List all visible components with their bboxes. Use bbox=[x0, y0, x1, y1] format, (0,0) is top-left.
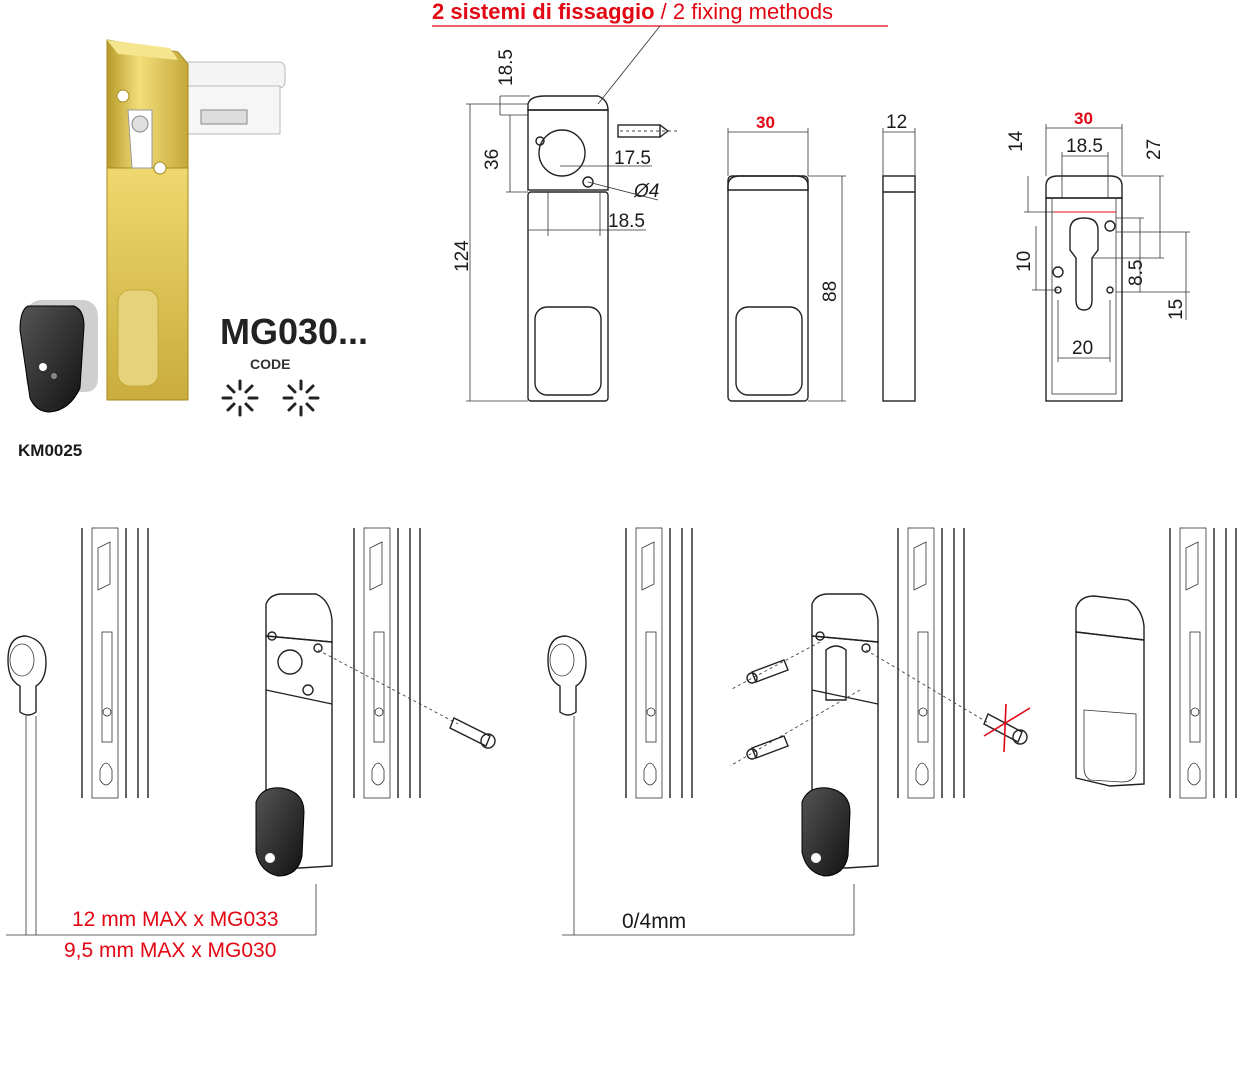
front-view-drawing bbox=[727, 128, 846, 402]
door-edge-1 bbox=[81, 527, 149, 799]
dim-side-total: 124 bbox=[452, 240, 473, 272]
dim-back-inner: 18.5 bbox=[1066, 136, 1103, 157]
dim-side-body-width: 18.5 bbox=[608, 211, 645, 232]
door-edge-5 bbox=[1169, 527, 1237, 799]
dim-back-8-5: 8.5 bbox=[1126, 260, 1147, 286]
shield-mounting-2 bbox=[729, 593, 1031, 935]
dim-side-top: 18.5 bbox=[496, 49, 517, 86]
dim-back-14: 14 bbox=[1006, 130, 1027, 152]
dim-edge-depth: 12 bbox=[886, 112, 907, 133]
title-leader-line bbox=[597, 25, 661, 105]
cylinder-1 bbox=[7, 635, 47, 935]
dim-back-20: 20 bbox=[1072, 338, 1093, 359]
title-english: 2 fixing methods bbox=[673, 0, 833, 24]
dim-side-head: 36 bbox=[482, 149, 503, 170]
note-max-mg030: 9,5 mm MAX x MG030 bbox=[64, 939, 276, 962]
model-name: MG030... bbox=[220, 311, 368, 352]
key-code: KM0025 bbox=[18, 441, 82, 460]
note-max-mg033: 12 mm MAX x MG033 bbox=[72, 908, 279, 931]
side-view-drawing bbox=[466, 95, 680, 402]
door-edge-4 bbox=[897, 527, 965, 799]
shield-with-cover bbox=[1075, 595, 1145, 787]
key-photo bbox=[19, 300, 98, 413]
cylinder-2 bbox=[547, 635, 587, 935]
dim-back-10: 10 bbox=[1014, 251, 1035, 272]
edge-view-drawing bbox=[882, 128, 916, 402]
dim-back-27: 27 bbox=[1144, 139, 1165, 160]
back-view-drawing bbox=[1024, 124, 1190, 402]
code-label: CODE bbox=[250, 356, 290, 372]
title: 2 sistemi di fissaggio / 2 fixing method… bbox=[432, 0, 833, 24]
shield-mounting-1 bbox=[255, 593, 496, 935]
dim-back-width: 30 bbox=[1074, 109, 1093, 128]
product-photo bbox=[106, 39, 286, 401]
dim-front-width: 30 bbox=[756, 113, 775, 132]
dim-back-15: 15 bbox=[1166, 299, 1187, 320]
title-italian: 2 sistemi di fissaggio bbox=[432, 0, 655, 24]
dim-front-height: 88 bbox=[820, 281, 841, 302]
dim-side-hole-offset: 17.5 bbox=[614, 148, 651, 169]
code-sun-icon bbox=[221, 379, 320, 417]
door-edge-2 bbox=[353, 527, 421, 799]
title-separator: / bbox=[655, 0, 673, 24]
note-gap: 0/4mm bbox=[622, 910, 686, 933]
dim-side-hole-dia: Ø4 bbox=[633, 181, 659, 202]
door-edge-3 bbox=[625, 527, 693, 799]
